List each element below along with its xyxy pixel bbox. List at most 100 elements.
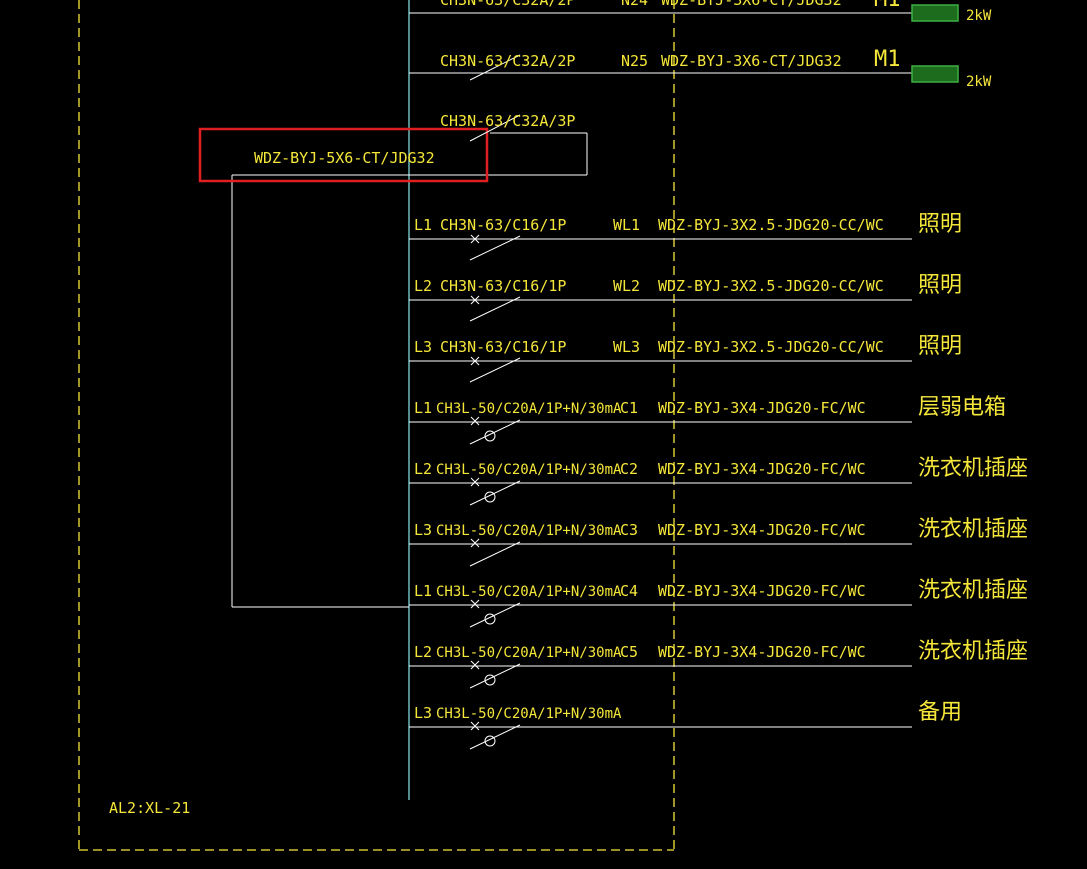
cable-label: WDZ-BYJ-3X4-JDG20-FC/WC [658,460,866,478]
load-label: 洗衣机插座 [918,517,1028,542]
circuit-label: C4 [620,582,638,600]
circuit-label: WL3 [613,338,640,356]
breaker-label: CH3L-50/C20A/1P+N/30mA [436,523,622,539]
branch-row: L2 CH3N-63/C16/1P WL2 WDZ-BYJ-3X2.5-JDG20-C… [409,273,962,322]
top-row-1: CH3N-63/C32A/2P N25 WDZ-BYJ-3X6-CT/JDG32… [409,47,992,90]
motor-symbol [911,4,959,22]
load-label: 备用 [918,700,962,725]
breaker-contact-mark [470,477,480,487]
power-label: 2kW [966,8,992,24]
circuit-label: N25 [621,52,648,70]
switch-blade [469,480,521,506]
breaker-label: CH3N-63/C32A/2P [440,0,575,9]
rcd-symbol [484,613,496,625]
load-label: 照明 [918,334,962,359]
panel-enclosure [78,0,675,851]
feeder-cable-route [231,132,588,608]
cable-label: WDZ-BYJ-3X4-JDG20-FC/WC [658,521,866,539]
load-label: 洗衣机插座 [918,639,1028,664]
phase-label: L3 [414,338,432,356]
breaker-contact-mark [470,721,480,731]
cable-label: WDZ-BYJ-3X2.5-JDG20-CC/WC [658,338,884,356]
switch-blade [469,724,521,750]
cable-label: WDZ-BYJ-3X4-JDG20-FC/WC [658,643,866,661]
phase-label: L1 [414,582,432,600]
cable-label: WDZ-BYJ-3X2.5-JDG20-CC/WC [658,216,884,234]
highlight-box [198,127,489,183]
cable-label: WDZ-BYJ-3X2.5-JDG20-CC/WC [658,277,884,295]
cable-label: WDZ-BYJ-3X6-CT/JDG32 [661,52,842,70]
breaker-label: CH3L-50/C20A/1P+N/30mA [436,584,622,600]
breaker-label: CH3N-63/C16/1P [440,338,566,356]
phase-label: L2 [414,643,432,661]
breaker-contact-mark [470,416,480,426]
breaker-label: CH3N-63/C32A/2P [440,52,575,70]
phase-label: L1 [414,399,432,417]
top-row-0: CH3N-63/C32A/2P N24 WDZ-BYJ-3X6-CT/JDG32… [409,0,992,24]
switch-blade [469,602,521,628]
phase-label: L3 [414,521,432,539]
circuit-label: C1 [620,399,638,417]
breaker-label: CH3L-50/C20A/1P+N/30mA [436,706,622,722]
power-label: 2kW [966,74,992,90]
rcd-symbol [484,491,496,503]
top-row-2: CH3N-63/C32A/3P [440,112,575,142]
switch-blade [469,296,521,322]
panel-name: AL2:XL-21 [109,799,190,817]
phase-label: L3 [414,704,432,722]
phase-label: L2 [414,460,432,478]
circuit-label: N24 [621,0,648,9]
breaker-label: CH3L-50/C20A/1P+N/30mA [436,401,622,417]
breaker-label: CH3L-50/C20A/1P+N/30mA [436,645,622,661]
phase-label: L2 [414,277,432,295]
load-mark: M1 [874,0,901,12]
load-mark: M1 [874,47,901,72]
breaker-label: CH3N-63/C32A/3P [440,112,575,130]
breaker-contact-mark [470,356,480,366]
rcd-symbol [484,430,496,442]
circuit-label: WL2 [613,277,640,295]
load-label: 层弱电箱 [918,395,1006,420]
circuit-label: C2 [620,460,638,478]
rcd-symbol [484,674,496,686]
circuit-label: C5 [620,643,638,661]
breaker-contact-mark [470,234,480,244]
motor-symbol [911,65,959,83]
breaker-contact-mark [470,660,480,670]
load-label: 洗衣机插座 [918,456,1028,481]
breaker-label: CH3N-63/C16/1P [440,216,566,234]
branch-row: L1 CH3N-63/C16/1P WL1 WDZ-BYJ-3X2.5-JDG20-C… [409,212,962,261]
circuit-label: C3 [620,521,638,539]
cable-label: WDZ-BYJ-3X6-CT/JDG32 [661,0,842,9]
circuit-label: WL1 [613,216,640,234]
phase-label: L1 [414,216,432,234]
breaker-contact-mark [470,295,480,305]
breaker-contact-mark [470,599,480,609]
switch-blade [469,235,521,261]
cable-label: WDZ-BYJ-3X4-JDG20-FC/WC [658,582,866,600]
switch-blade [469,114,521,142]
switch-blade [469,541,521,567]
switch-blade [469,54,521,81]
load-label: 洗衣机插座 [918,578,1028,603]
breaker-contact-mark [470,538,480,548]
rcd-symbol [484,735,496,747]
switch-blade [469,663,521,689]
breaker-label: CH3N-63/C16/1P [440,277,566,295]
breaker-label: CH3L-50/C20A/1P+N/30mA [436,462,622,478]
load-label: 照明 [918,273,962,298]
switch-blade [469,357,521,383]
switch-blade [469,419,521,445]
highlighted-cable-label: WDZ-BYJ-5X6-CT/JDG32 [254,149,435,167]
branch-row: L3 CH3N-63/C16/1P WL3 WDZ-BYJ-3X2.5-JDG20-C… [409,334,962,383]
cable-label: WDZ-BYJ-3X4-JDG20-FC/WC [658,399,866,417]
load-label: 照明 [918,212,962,237]
